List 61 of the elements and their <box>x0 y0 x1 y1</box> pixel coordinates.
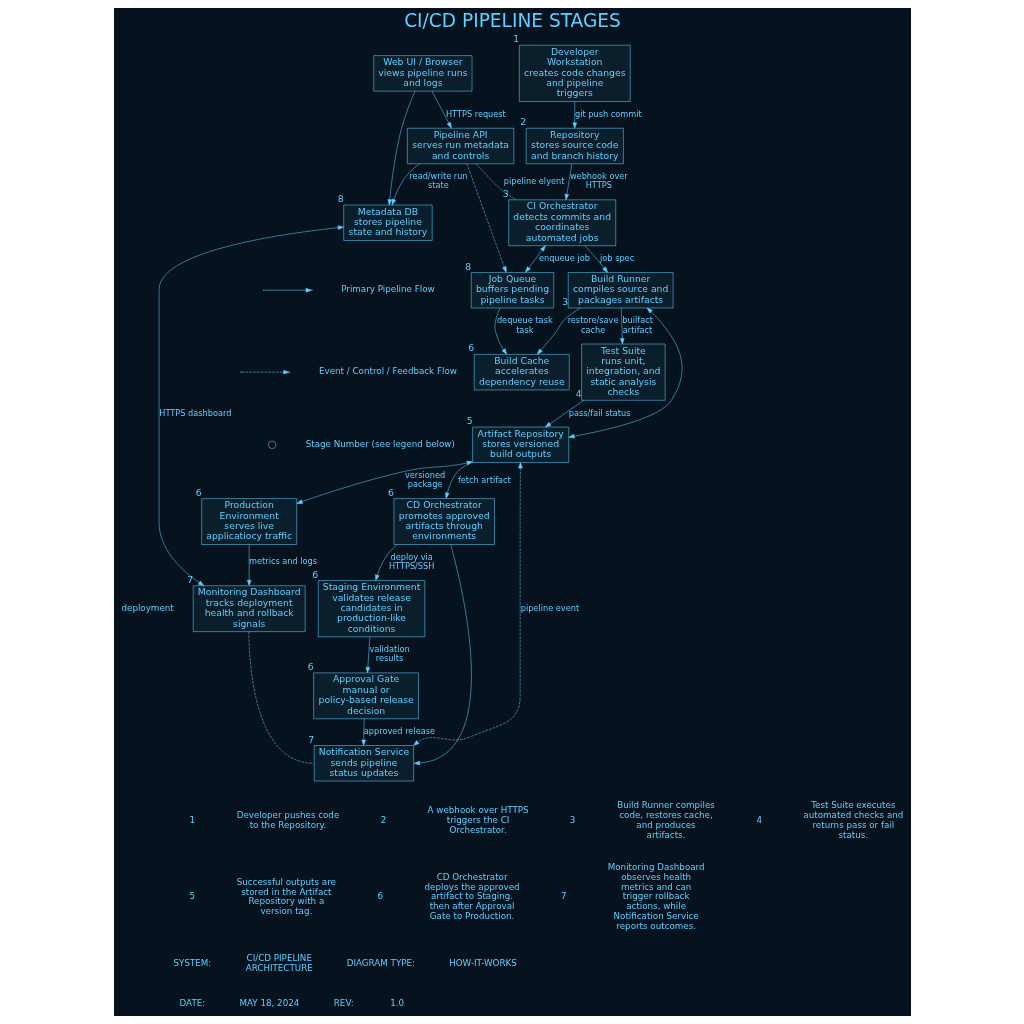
label: REV: <box>333 997 354 1008</box>
label: Successful outputs are stored in the Artifact Repository with a version tag. <box>236 876 336 917</box>
edge-label: job spec <box>599 252 634 263</box>
edge-label: fetch artifact <box>457 474 511 485</box>
label: 5 <box>189 891 195 902</box>
node-label: 7 <box>307 733 314 745</box>
edge-label: versioned package <box>404 469 445 490</box>
label: 1.0 <box>389 997 404 1008</box>
node-label: 6 <box>195 486 202 498</box>
node-label: 8 <box>464 260 471 272</box>
label: 2 <box>380 814 386 825</box>
node-label: 6 <box>311 568 318 580</box>
edge-label: git push commit <box>574 108 642 119</box>
edge-label: enqueue job <box>538 252 590 263</box>
node-label: 6 <box>467 342 474 354</box>
node-label: 6 <box>307 660 314 672</box>
edge-label: deploy via HTTPS/SSH <box>388 551 434 572</box>
edge-label: restore/save cache <box>567 315 618 335</box>
edge-label: HTTPS request <box>445 108 506 119</box>
edge-label: approved release <box>363 726 435 737</box>
node-label: 5 <box>466 415 473 427</box>
node-label: 2 <box>519 116 526 128</box>
legend-label: Primary Pipeline Flow <box>340 284 435 295</box>
node-label: 3 <box>561 296 568 308</box>
label: 7 <box>560 891 567 902</box>
node-label: 7 <box>186 573 193 585</box>
label: DIAGRAM TYPE: <box>346 958 415 969</box>
edge-label: pipeline event <box>520 602 579 613</box>
label: 4 <box>756 814 762 825</box>
label: SYSTEM: <box>173 958 211 969</box>
edge-label: dequeue task task <box>496 315 553 335</box>
legend-label: Stage Number (see legend below) <box>305 438 455 449</box>
label: MAY 18, 2024 <box>238 997 299 1008</box>
legend-label: Event / Control / Feedback Flow <box>318 366 457 377</box>
edge-label: read/write run state <box>408 171 468 191</box>
node-label: 1 <box>512 33 519 45</box>
label: Developer pushes code to the Repository. <box>236 810 339 830</box>
label: deployment <box>120 602 174 613</box>
edge-label: builfact artifact <box>621 315 653 335</box>
edge-label: webhook over HTTPS <box>569 171 628 191</box>
node-label: 3 <box>502 187 509 199</box>
label: CI/CD PIPELINE ARCHITECTURE <box>245 953 313 974</box>
label: CD Orchestrator deploys the approved artifact to Staging. then after Approval Gate to Production. <box>424 871 520 922</box>
edge-label: pass/fail status <box>568 407 630 418</box>
label: DATE: <box>179 997 205 1008</box>
node-label: 8 <box>337 193 344 205</box>
label: Build Runner compiles code, restores cache, and produces artifacts. <box>616 800 715 840</box>
label: 3 <box>569 814 575 825</box>
label: 1 <box>189 814 195 825</box>
node-label: 6 <box>387 486 394 498</box>
label: 6 <box>377 891 383 902</box>
diagram-title: CI/CD PIPELINE STAGES <box>403 10 621 32</box>
node-label: 4 <box>575 388 582 400</box>
edge-label: HTTPS dashboard <box>158 407 231 418</box>
edge-label: pipeline elyent <box>503 175 564 186</box>
label: A webhook over HTTPS triggers the CI Orchestrator. <box>427 805 529 835</box>
edge-label: metrics and logs <box>248 556 317 567</box>
label: HOW-IT-WORKS <box>448 958 517 969</box>
label: Test Suite executes automated checks and returns pass or fail status. <box>802 800 903 840</box>
edge-label: validation results <box>368 644 410 664</box>
label: Monitoring Dashboard observes health metrics and can trigger rollback actions, while Notification Service reports outcomes. <box>607 861 705 931</box>
